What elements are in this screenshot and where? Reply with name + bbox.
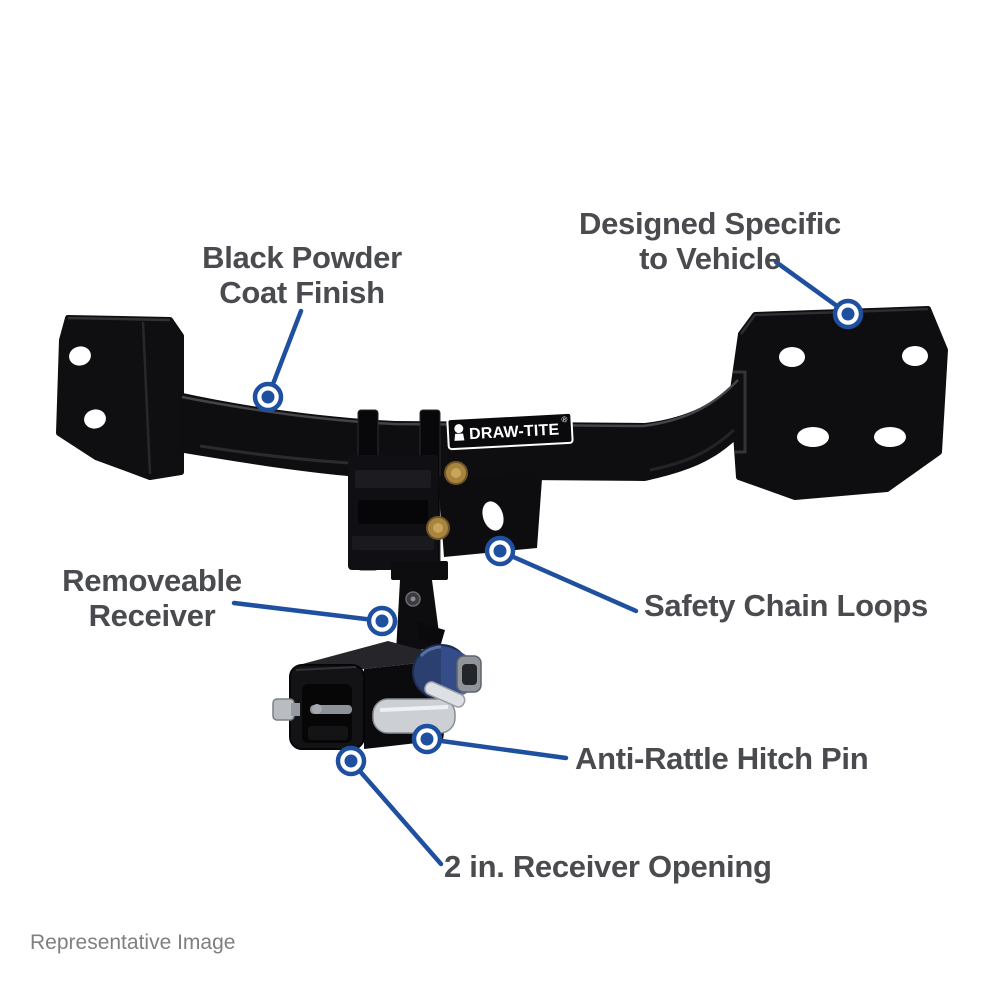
callout-marker-removeable-receiver — [366, 605, 398, 637]
callout-label-receiver-opening: 2 in. Receiver Opening — [444, 849, 772, 884]
right-plate-hole — [779, 347, 805, 367]
left-mounting-plate — [56, 315, 184, 480]
hitch-pin — [272, 681, 466, 734]
receiver-bracket-arm — [391, 561, 448, 652]
representative-image-note: Representative Image — [30, 931, 236, 954]
callout-label-removeable-receiver: Removeable Receiver — [62, 563, 242, 634]
callout-marker-safety-chain — [484, 535, 516, 567]
drawtite-logo: DRAW-TITE ® — [446, 411, 574, 451]
logo-text: DRAW-TITE — [469, 421, 560, 443]
right-plate-hole — [797, 427, 829, 447]
right-mounting-plate — [730, 306, 948, 500]
receiver-mount — [348, 409, 542, 571]
hitch-pin-tip — [272, 698, 295, 721]
left-plate-hole — [69, 346, 91, 366]
callout-label-anti-rattle-hitch-pin: Anti-Rattle Hitch Pin — [575, 741, 869, 776]
leader-line-black-powder — [265, 308, 304, 400]
right-plate-hole — [902, 346, 928, 366]
callout-marker-designed-specific — [832, 298, 864, 330]
right-plate-hole — [874, 427, 906, 447]
leader-line-anti-rattle — [424, 736, 569, 761]
left-plate-hole — [84, 409, 106, 429]
callout-label-safety-chain-loops: Safety Chain Loops — [644, 588, 928, 623]
callout-marker-anti-rattle — [411, 723, 443, 755]
leader-line-safety-chain — [497, 548, 639, 614]
registered-mark: ® — [561, 415, 567, 424]
hitch-ball-icon — [454, 424, 465, 441]
removable-receiver — [272, 561, 482, 750]
callout-marker-black-powder — [252, 381, 284, 413]
safety-chain-loop-hole — [482, 501, 504, 531]
callout-marker-receiver-opening — [335, 745, 367, 777]
leader-line-removeable-receiver — [231, 600, 385, 624]
crossbar-highlight — [181, 379, 739, 428]
callout-markers — [252, 298, 864, 777]
callout-label-designed-specific-to-vehicle: Designed Specific to Vehicle — [579, 206, 841, 277]
leader-line-receiver-opening — [348, 758, 444, 867]
callout-label-black-powder-coat-finish: Black Powder Coat Finish — [202, 240, 402, 311]
